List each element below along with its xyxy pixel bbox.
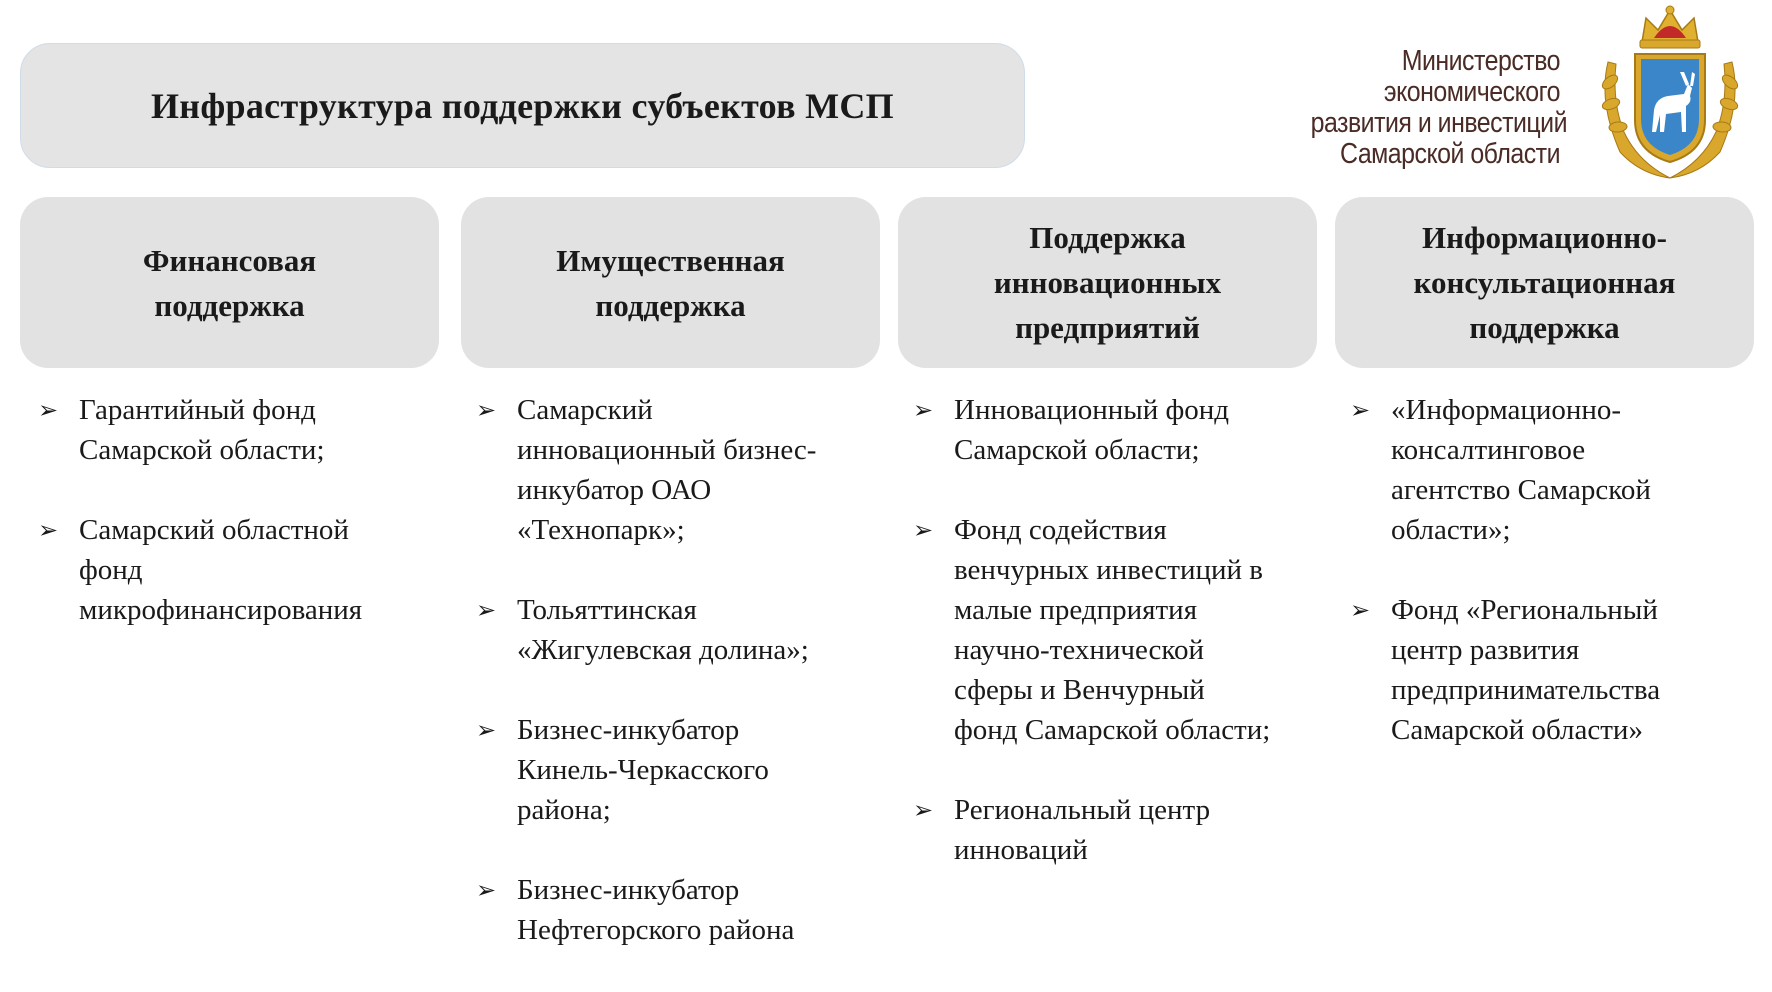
list-item-text: Тольяттинская «Жигулевская долина»; — [517, 594, 809, 666]
list-item: ➢ Фонд содействия венчурных инвестиций в… — [895, 510, 1315, 750]
ministry-line: Самарской области — [1340, 138, 1560, 170]
arrow-bullet-icon: ➢ — [1350, 396, 1371, 424]
column-header-financial: Финансовая поддержка — [20, 197, 439, 368]
list-item-text: Гарантийный фонд Самарской области; — [79, 394, 325, 466]
list-item-text: Фонд содействия венчурных инвестиций в м… — [954, 514, 1271, 746]
list-item-text: Самарский инновационный бизнес- инкубато… — [517, 394, 817, 546]
ministry-line: экономического — [1383, 76, 1561, 108]
column-header-property: Имущественная поддержка — [461, 197, 880, 368]
list-item-text: Региональный центр инноваций — [954, 794, 1211, 866]
list-item-text: «Информационно- консалтинговое агентство… — [1391, 394, 1651, 546]
list-item: ➢ Самарский областной фонд микрофинансир… — [20, 510, 440, 630]
list-item-text: Фонд «Региональный центр развития предпр… — [1391, 594, 1661, 746]
arrow-bullet-icon: ➢ — [913, 516, 934, 544]
list-item: ➢ «Информационно- консалтинговое агентст… — [1332, 390, 1752, 550]
list-item: ➢ Бизнес-инкубатор Кинель-Черкасского ра… — [458, 710, 878, 830]
arrow-bullet-icon: ➢ — [38, 516, 59, 544]
list-item: ➢ Гарантийный фонд Самарской области; — [20, 390, 440, 470]
list-item: ➢ Самарский инновационный бизнес- инкуба… — [458, 390, 878, 550]
list-item-text: Самарский областной фонд микрофинансиров… — [79, 514, 363, 626]
arrow-bullet-icon: ➢ — [476, 396, 497, 424]
page-title: Инфраструктура поддержки субъектов МСП — [151, 85, 894, 126]
coat-of-arms-icon — [1601, 5, 1739, 179]
arrow-bullet-icon: ➢ — [913, 796, 934, 824]
list-item: ➢ Бизнес-инкубатор Нефтегорского района — [458, 870, 878, 950]
ministry-name: Министерство экономического развития и и… — [1270, 45, 1568, 170]
list-item: ➢ Фонд «Региональный центр развития пред… — [1332, 590, 1752, 750]
column-header-label: Поддержка инновационных предприятий — [993, 220, 1222, 345]
arrow-bullet-icon: ➢ — [476, 596, 497, 624]
column-header-label: Имущественная поддержка — [556, 242, 785, 323]
title-box: Инфраструктура поддержки субъектов МСП — [20, 43, 1025, 168]
column-header-label: Информационно- консультационная поддержк… — [1413, 220, 1676, 345]
list-item: ➢ Региональный центр инноваций — [895, 790, 1315, 870]
ministry-line: развития и инвестиций — [1310, 107, 1568, 139]
column-header-consulting: Информационно- консультационная поддержк… — [1335, 197, 1754, 368]
list-item: ➢ Инновационный фонд Самарской области; — [895, 390, 1315, 470]
list-item-text: Инновационный фонд Самарской области; — [954, 394, 1230, 466]
list-item-text: Бизнес-инкубатор Кинель-Черкасского райо… — [517, 714, 769, 826]
column-header-innovation: Поддержка инновационных предприятий — [898, 197, 1317, 368]
list-item-text: Бизнес-инкубатор Нефтегорского района — [517, 874, 795, 946]
arrow-bullet-icon: ➢ — [1350, 596, 1371, 624]
arrow-bullet-icon: ➢ — [476, 876, 497, 904]
ministry-line: Министерство — [1401, 45, 1561, 77]
column-innovation-list: ➢ Инновационный фонд Самарской области; … — [895, 390, 1315, 910]
arrow-bullet-icon: ➢ — [476, 716, 497, 744]
column-header-label: Финансовая поддержка — [142, 242, 317, 323]
column-consulting-list: ➢ «Информационно- консалтинговое агентст… — [1332, 390, 1752, 790]
column-financial-list: ➢ Гарантийный фонд Самарской области; ➢ … — [20, 390, 440, 670]
list-item: ➢ Тольяттинская «Жигулевская долина»; — [458, 590, 878, 670]
column-property-list: ➢ Самарский инновационный бизнес- инкуба… — [458, 390, 878, 990]
arrow-bullet-icon: ➢ — [913, 396, 934, 424]
arrow-bullet-icon: ➢ — [38, 396, 59, 424]
